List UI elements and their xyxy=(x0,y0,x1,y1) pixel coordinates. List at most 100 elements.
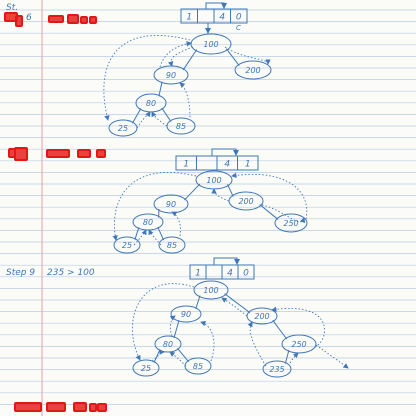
tree-node-85: 85 xyxy=(166,117,196,135)
tree-edge xyxy=(224,293,251,314)
step-9-label: Step 9 xyxy=(6,268,36,278)
thread-link xyxy=(148,229,162,246)
tree-node-label: 100 xyxy=(203,40,218,49)
header-pointer-label: C xyxy=(236,24,241,32)
tree-edge xyxy=(158,81,163,97)
tree-edge xyxy=(173,320,180,338)
thread-link xyxy=(112,171,197,241)
tree-node-label: 90 xyxy=(181,310,191,319)
header-node-field: 4 xyxy=(219,13,225,23)
tree-node-circle xyxy=(246,307,278,325)
thread-link xyxy=(289,352,299,364)
header-self-link xyxy=(211,148,239,156)
tree-node-label: 80 xyxy=(146,99,156,108)
tree-node-circle xyxy=(234,60,272,80)
tree-edge xyxy=(225,48,240,67)
tree-node-100: 100 xyxy=(190,33,232,55)
tree-node-circle xyxy=(190,33,232,55)
redaction-mark xyxy=(46,149,70,158)
redaction-mark xyxy=(77,149,91,158)
tree-node-25: 25 xyxy=(108,119,138,137)
tree-node-circle xyxy=(195,170,233,190)
tree-node-100: 100 xyxy=(193,280,229,300)
tree-node-80: 80 xyxy=(135,93,167,113)
tree-node-circle xyxy=(193,280,229,300)
tree-node-circle xyxy=(132,213,164,231)
tree-node-100: 100 xyxy=(195,170,233,190)
tree-node-label: 80 xyxy=(163,340,173,349)
step-number: 6 xyxy=(26,13,32,23)
header-node-field: 4 xyxy=(227,269,233,279)
tree-node-circle xyxy=(274,213,308,233)
tree-node-label: 90 xyxy=(166,71,176,80)
redaction-mark xyxy=(80,16,88,24)
tree-node-250: 250 xyxy=(274,213,308,233)
tree-node-80: 80 xyxy=(154,335,182,353)
tree-edge xyxy=(157,226,165,241)
header-self-link xyxy=(213,257,240,265)
redaction-mark xyxy=(14,402,42,412)
header-node-field: 4 xyxy=(224,160,230,170)
redaction-mark xyxy=(48,15,64,23)
tree-node-circle xyxy=(184,357,212,375)
tree-node-circle xyxy=(135,93,167,113)
thread-link xyxy=(211,188,230,202)
redaction-mark xyxy=(89,16,97,24)
tree-node-label: 200 xyxy=(254,312,269,321)
tree-edge xyxy=(284,349,290,364)
redaction-mark xyxy=(97,403,107,412)
tree-node-label: 200 xyxy=(238,197,253,206)
tree-node-235: 235 xyxy=(262,360,292,378)
tree-node-circle xyxy=(154,335,182,353)
tree-node-circle xyxy=(158,236,186,254)
tree-edge xyxy=(153,349,161,363)
thread-link xyxy=(247,321,267,367)
tree-node-200: 200 xyxy=(246,307,278,325)
tree-edge xyxy=(195,295,201,310)
tree-node-label: 250 xyxy=(283,219,298,228)
thread-link xyxy=(133,229,147,246)
thread-link xyxy=(271,306,326,348)
header-node-field: 1 xyxy=(245,160,251,170)
redaction-mark xyxy=(73,402,87,412)
header-self-link xyxy=(205,2,227,9)
redaction-mark xyxy=(89,403,97,412)
tree-node-25: 25 xyxy=(113,236,141,254)
thread-link xyxy=(103,35,191,121)
tree-node-circle xyxy=(281,334,317,354)
header-node-field: 1 xyxy=(186,13,192,23)
tree-node-label: 235 xyxy=(269,365,284,374)
header-node: 1 4 1 xyxy=(175,148,259,171)
tree-node-label: 25 xyxy=(122,241,132,250)
tree-node-90: 90 xyxy=(153,194,189,214)
tree-edge xyxy=(183,183,201,201)
tree-node-80: 80 xyxy=(132,213,164,231)
tree-node-label: 85 xyxy=(193,362,203,371)
tree-node-25: 25 xyxy=(132,359,160,377)
tree-edge xyxy=(177,347,189,363)
tree-edge xyxy=(182,49,198,71)
tree-node-90: 90 xyxy=(170,305,202,323)
tree-edge xyxy=(272,320,288,340)
tree-node-label: 80 xyxy=(143,218,153,227)
tree-node-label: 100 xyxy=(203,286,218,295)
tree-node-circle xyxy=(170,305,202,323)
redaction-mark xyxy=(14,147,28,161)
tree-node-200: 200 xyxy=(228,191,264,211)
tree-node-label: 25 xyxy=(118,124,128,133)
tree-node-label: 250 xyxy=(291,340,306,349)
tree-node-label: 85 xyxy=(167,241,177,250)
redaction-mark xyxy=(96,149,106,158)
tree-node-label: 85 xyxy=(176,122,186,131)
top-note: St. xyxy=(6,3,19,13)
redaction-mark xyxy=(15,15,23,27)
tree-edge xyxy=(161,107,172,122)
tree-diagram-step: 1 4 1 100 90 200 80 250 25 85 xyxy=(112,148,308,254)
header-node-field: 1 xyxy=(183,160,189,170)
tree-node-label: 25 xyxy=(141,364,151,373)
tree-node-85: 85 xyxy=(158,236,186,254)
